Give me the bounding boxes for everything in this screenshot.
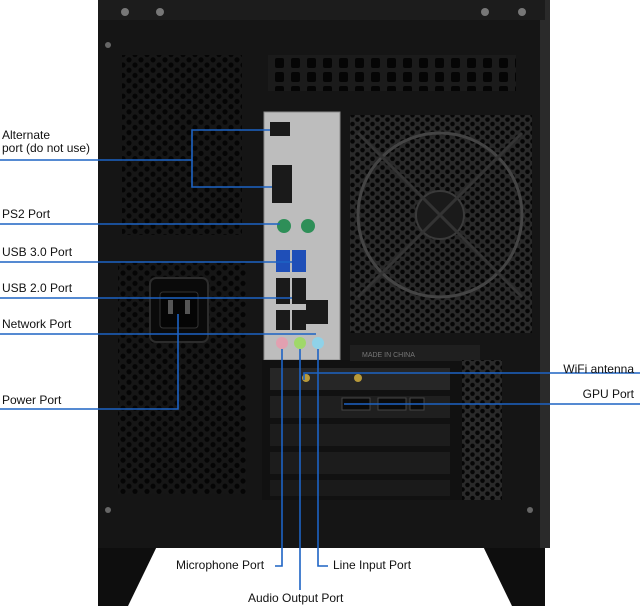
left-foot (98, 540, 160, 606)
usb2-port-a (276, 278, 290, 304)
ps2-port-b (301, 219, 315, 233)
leader-line-input (317, 349, 328, 567)
wifi-connector-b (354, 374, 362, 382)
leader-alternate (0, 129, 270, 161)
usb3-port-a (276, 250, 290, 272)
right-foot (480, 540, 545, 606)
label-usb2-port: USB 2.0 Port (2, 281, 73, 295)
label-ps2-port: PS2 Port (2, 207, 51, 221)
label-audio-output-port: Audio Output Port (248, 591, 344, 605)
mic-jack (276, 337, 288, 349)
line-in-jack (312, 337, 324, 349)
label-network-port: Network Port (2, 317, 72, 331)
rear-fan (356, 131, 524, 299)
ethernet-port (306, 300, 328, 324)
usb2-port-b (292, 278, 306, 304)
label-microphone-port: Microphone Port (176, 558, 265, 572)
label-gpu-port: GPU Port (582, 387, 634, 401)
leader-microphone (275, 349, 283, 567)
audio-out-jack (294, 337, 306, 349)
leader-lines (0, 129, 640, 590)
top-left-vent (122, 55, 242, 235)
leader-power (0, 314, 179, 410)
top-slot-vent (268, 55, 516, 91)
usb3-port-b (292, 250, 306, 272)
label-usb3-port: USB 3.0 Port (2, 245, 73, 259)
label-power-port: Power Port (2, 393, 62, 407)
made-in-label: MADE IN CHINA (362, 352, 415, 359)
label-alternate-port: Alternate port (do not use) (2, 128, 91, 155)
leader-wifi (303, 372, 640, 380)
label-wifi-antenna: WiFi antenna (563, 362, 634, 376)
hdmi-port (270, 122, 290, 136)
label-line-input-port: Line Input Port (333, 558, 412, 572)
dvi-port (272, 165, 292, 203)
ps2-port-a (277, 219, 291, 233)
